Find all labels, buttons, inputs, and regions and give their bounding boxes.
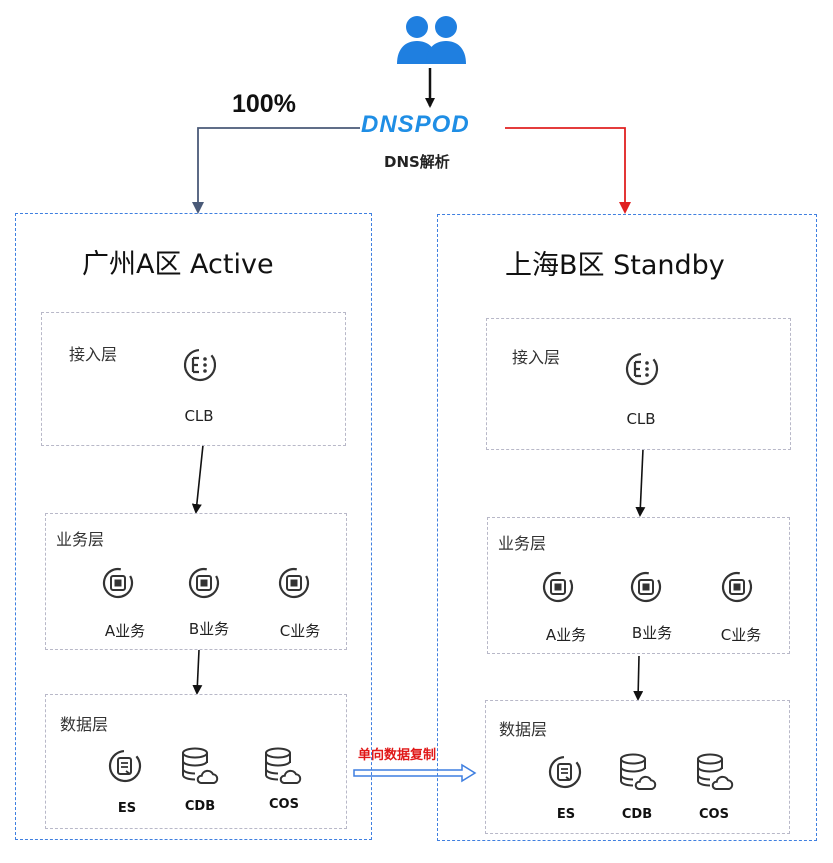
database-cloud-icon: [182, 747, 219, 784]
layer-title: 接入层: [512, 348, 561, 367]
layer-title: 业务层: [498, 534, 547, 553]
region-title: 上海B区 Standby: [505, 250, 725, 281]
region-guangzhou: [15, 213, 372, 840]
es-icon: [548, 755, 582, 789]
service-label-a: A业务: [104, 622, 146, 640]
clb-label: CLB: [184, 407, 214, 425]
layer-title: 接入层: [69, 345, 118, 364]
replication-label: 单向数据复制: [358, 748, 437, 763]
clb-icon: [183, 348, 217, 382]
chip-icon: [542, 571, 574, 603]
dns-to-standby-arrow: [505, 127, 631, 214]
replication-arrow: [353, 763, 477, 783]
store-label-es: ES: [117, 801, 137, 816]
left-access-to-business-arrow: [191, 444, 204, 514]
layer-title: 业务层: [56, 530, 105, 549]
chip-icon: [630, 571, 662, 603]
chip-icon: [721, 571, 753, 603]
chip-icon: [188, 567, 220, 599]
business-layer: [487, 517, 790, 654]
access-layer: [41, 312, 346, 446]
clb-label: CLB: [626, 410, 656, 428]
service-label-c: C业务: [720, 626, 762, 644]
service-label-b: B业务: [631, 624, 673, 642]
dns-to-active-arrow: [192, 127, 360, 214]
store-label-cdb: CDB: [621, 807, 653, 822]
traffic-percent: 100%: [232, 90, 296, 118]
storage-cloud-icon: [265, 747, 302, 784]
business-layer: [45, 513, 347, 650]
layer-title: 数据层: [499, 720, 548, 739]
users-icon: [397, 16, 466, 64]
chip-icon: [102, 567, 134, 599]
service-label-c: C业务: [279, 622, 321, 640]
storage-cloud-icon: [697, 753, 734, 790]
store-label-cdb: CDB: [184, 799, 216, 814]
store-label-cos: COS: [699, 807, 729, 822]
service-label-b: B业务: [188, 620, 230, 638]
store-label-es: ES: [556, 807, 576, 822]
es-icon: [108, 749, 142, 783]
right-business-to-data-arrow: [633, 655, 644, 701]
layer-title: 数据层: [60, 715, 109, 734]
dnspod-logo: DNSPOD: [361, 111, 470, 138]
region-shanghai: [437, 214, 817, 841]
clb-icon: [625, 352, 659, 386]
database-cloud-icon: [620, 753, 657, 790]
left-business-to-data-arrow: [192, 649, 203, 695]
region-title: 广州A区 Active: [82, 249, 274, 280]
right-access-to-business-arrow: [635, 448, 646, 517]
service-label-a: A业务: [545, 626, 587, 644]
data-layer: [45, 694, 347, 829]
dns-resolution-label: DNS解析: [384, 153, 450, 171]
chip-icon: [278, 567, 310, 599]
data-layer: [485, 700, 790, 834]
store-label-cos: COS: [269, 797, 299, 812]
access-layer: [486, 318, 791, 450]
